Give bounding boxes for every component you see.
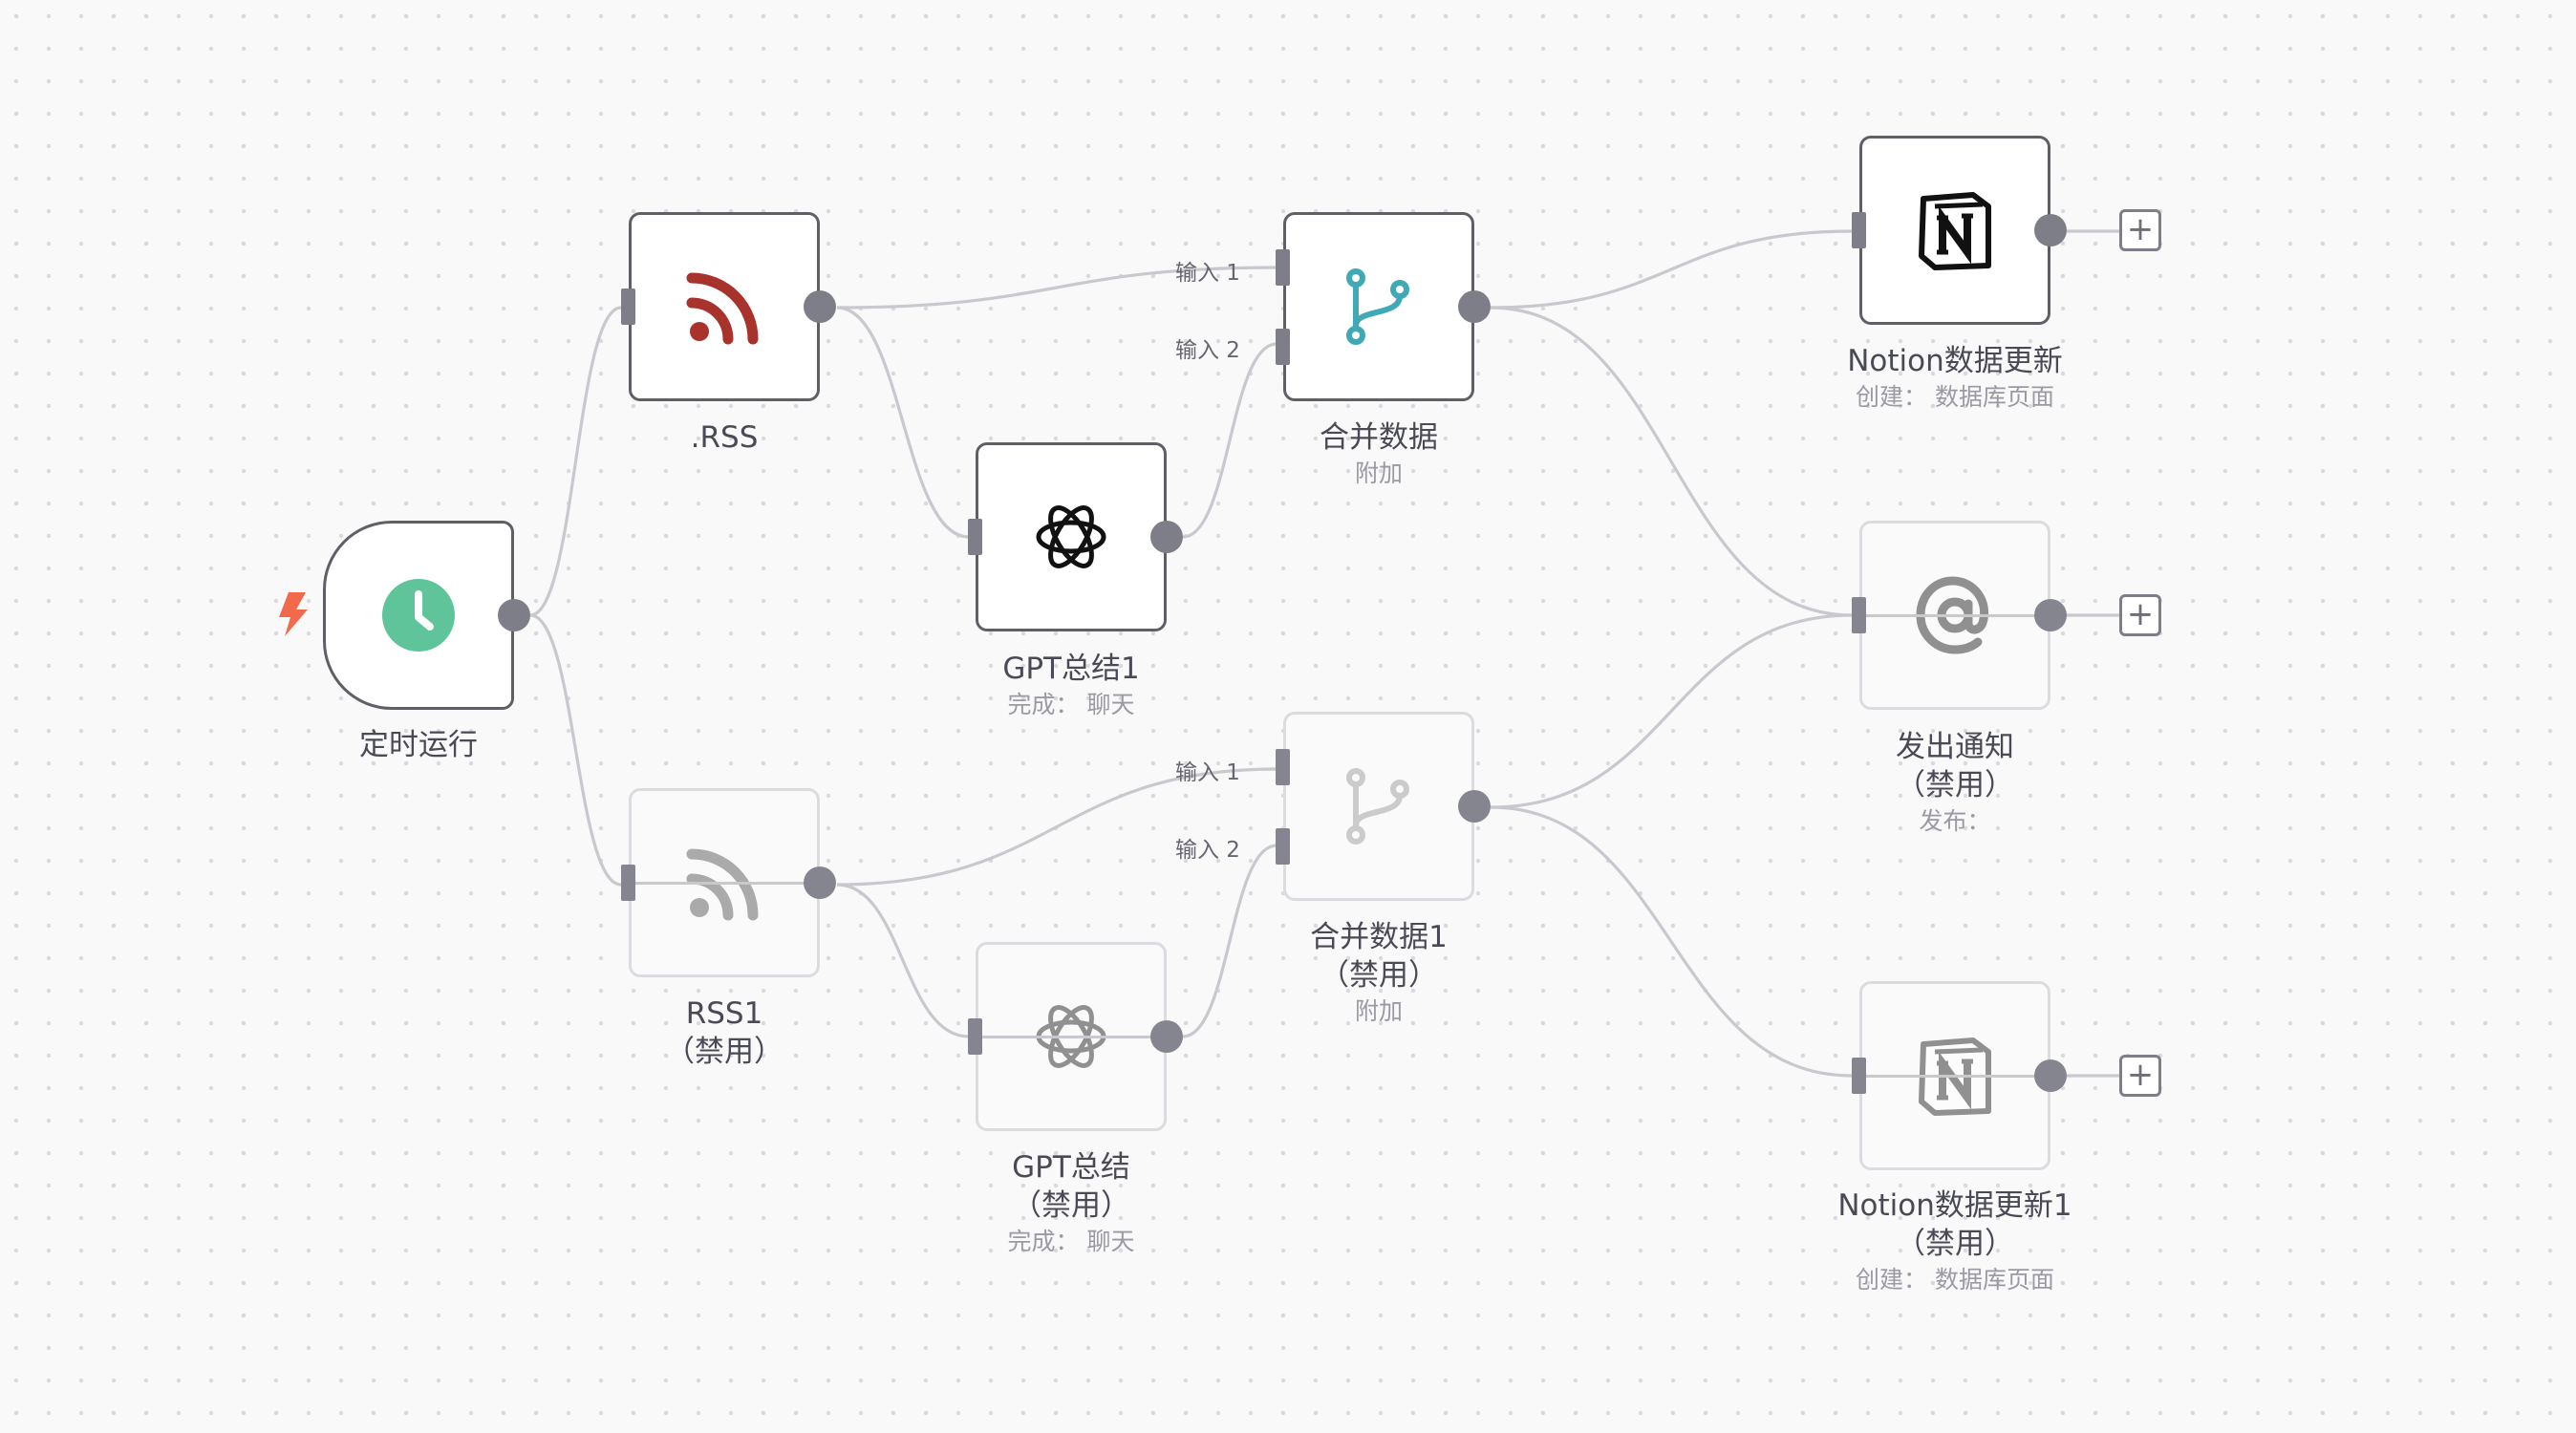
node-merge[interactable] <box>1276 212 1491 401</box>
node-label: RSS1 （禁用） <box>665 996 784 1069</box>
edge-rss-gpt1[interactable] <box>836 306 970 539</box>
input-1-handle[interactable] <box>1276 749 1290 785</box>
rss-icon <box>676 835 772 930</box>
edge-gpt-merge1-in2[interactable] <box>1182 844 1277 1038</box>
node-label: 发出通知 （禁用） 发布： <box>1896 728 2014 839</box>
output-handle[interactable] <box>1150 1020 1183 1053</box>
input-2-handle[interactable] <box>1276 828 1290 865</box>
input-2-label: 输入 2 <box>1175 838 1240 863</box>
node-subtitle: 附加 <box>1354 997 1404 1025</box>
output-handle[interactable] <box>1458 290 1491 323</box>
input-handle[interactable] <box>621 865 635 901</box>
trigger-bolt-icon <box>279 592 308 636</box>
output-handle[interactable] <box>1458 790 1491 823</box>
add-node-button[interactable]: + <box>2119 209 2161 251</box>
input-handle[interactable] <box>1852 212 1866 248</box>
node-gpt-summary-1[interactable] <box>968 442 1183 631</box>
disabled-tag: （禁用） <box>1896 768 2014 802</box>
edge-merge1-notion1[interactable] <box>1490 805 1853 1078</box>
input-handle[interactable] <box>968 519 982 555</box>
node-subtitle: 创建： 数据库页面 <box>1856 383 2054 411</box>
node-label: GPT总结1 完成： 聊天 <box>1002 650 1139 722</box>
output-handle[interactable] <box>498 599 530 631</box>
add-node-button[interactable]: + <box>2119 594 2161 636</box>
edge-merge1-notify[interactable] <box>1490 613 1853 809</box>
input-handle[interactable] <box>1852 597 1866 633</box>
notion-icon <box>1907 182 2003 278</box>
node-rss1[interactable] <box>621 788 836 977</box>
node-merge-1[interactable] <box>1276 712 1491 901</box>
node-schedule-trigger[interactable] <box>323 521 530 710</box>
node-send-notification[interactable] <box>1852 521 2067 710</box>
add-node-button[interactable]: + <box>2119 1055 2161 1097</box>
node-label: .RSS <box>690 420 759 455</box>
edge-schedule-rss1[interactable] <box>529 613 622 887</box>
disabled-tag: （禁用） <box>1895 1227 2014 1261</box>
output-handle[interactable] <box>1150 521 1183 553</box>
disabled-strike <box>1858 614 2051 617</box>
node-subtitle: 发布： <box>1919 807 1991 835</box>
edge-rss1-merge1-in1[interactable] <box>836 767 1277 887</box>
edge-gpt1-merge-in2[interactable] <box>1182 342 1277 539</box>
node-rss[interactable] <box>621 212 836 401</box>
input-handle[interactable] <box>621 289 635 325</box>
node-label: Notion数据更新 创建： 数据库页面 <box>1847 342 2063 415</box>
node-label: 合并数据 附加 <box>1320 418 1438 491</box>
edge-rss1-gpt[interactable] <box>836 883 970 1038</box>
node-subtitle: 完成： 聊天 <box>1007 1228 1135 1255</box>
disabled-strike <box>1858 1075 2051 1078</box>
edge-schedule-rss[interactable] <box>529 306 622 617</box>
clock-icon <box>371 567 466 663</box>
input-2-handle[interactable] <box>1276 329 1290 365</box>
disabled-tag: （禁用） <box>665 1035 784 1069</box>
edge-merge-notion[interactable] <box>1490 229 1853 310</box>
rss-icon <box>676 259 772 354</box>
node-label: GPT总结 （禁用） 完成： 聊天 <box>1008 1148 1135 1259</box>
node-label: 合并数据1 （禁用） 附加 <box>1310 918 1448 1029</box>
input-1-label: 输入 1 <box>1175 760 1240 785</box>
output-handle[interactable] <box>804 290 836 323</box>
input-handle[interactable] <box>968 1018 982 1055</box>
node-label: 定时运行 <box>359 728 478 762</box>
output-handle[interactable] <box>804 866 836 899</box>
input-handle[interactable] <box>1852 1058 1866 1094</box>
edge-merge-notify[interactable] <box>1490 306 1853 617</box>
merge-icon <box>1331 259 1427 354</box>
output-handle[interactable] <box>2034 214 2067 246</box>
input-1-label: 输入 1 <box>1175 261 1240 286</box>
input-1-handle[interactable] <box>1276 249 1290 286</box>
input-2-label: 输入 2 <box>1175 338 1240 363</box>
disabled-strike <box>628 882 821 885</box>
node-subtitle: 附加 <box>1354 460 1403 487</box>
node-gpt-summary[interactable] <box>968 942 1183 1131</box>
openai-icon <box>1023 489 1119 585</box>
output-handle[interactable] <box>2034 1059 2067 1092</box>
node-subtitle: 创建： 数据库页面 <box>1856 1266 2054 1294</box>
node-notion-update-1[interactable] <box>1852 981 2067 1170</box>
node-notion-update[interactable] <box>1852 136 2067 325</box>
output-handle[interactable] <box>2034 599 2067 631</box>
merge-icon <box>1331 759 1427 854</box>
disabled-tag: （禁用） <box>1319 958 1438 993</box>
node-label: Notion数据更新1 （禁用） 创建： 数据库页面 <box>1837 1187 2072 1297</box>
disabled-strike <box>975 1036 1168 1038</box>
node-subtitle: 完成： 聊天 <box>1007 691 1135 718</box>
disabled-tag: （禁用） <box>1011 1188 1130 1223</box>
